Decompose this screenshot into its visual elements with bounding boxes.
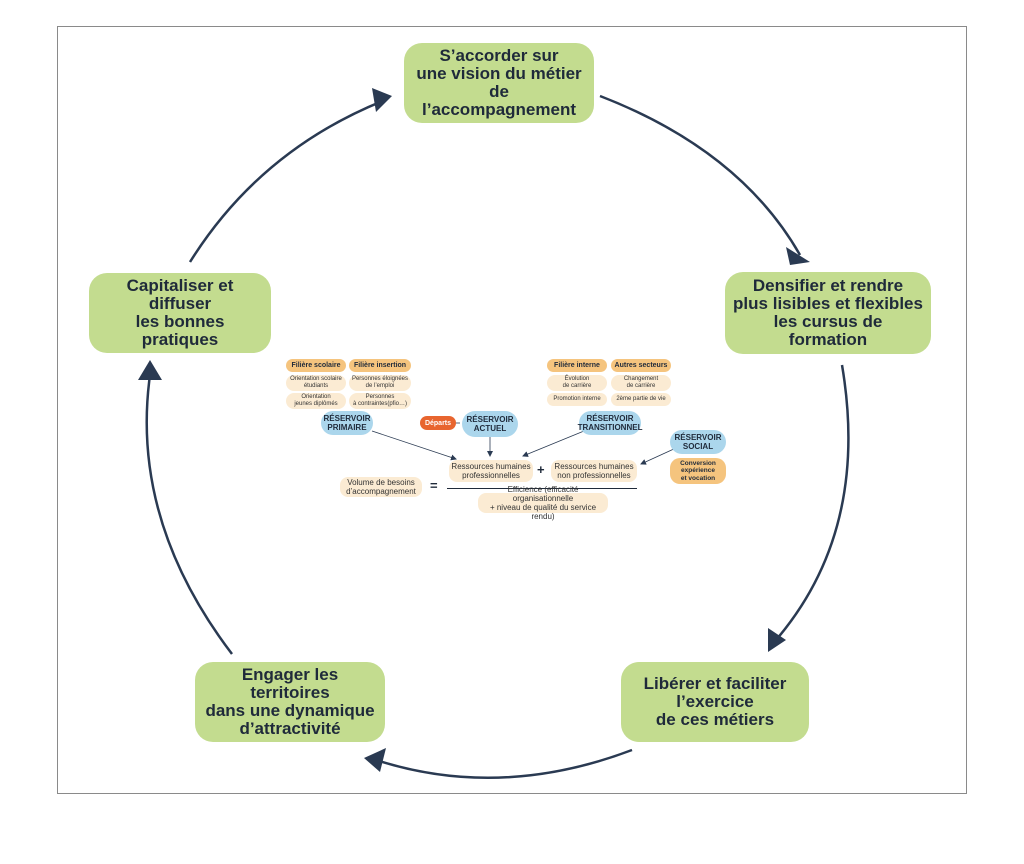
step-territorial-attractiveness: Engager les territoires dans une dynamiq…: [195, 662, 385, 742]
filiere-scolaire-header: Filière scolaire: [286, 359, 346, 372]
filiere-insertion-item: Personnes éloignées de l’emploi: [349, 375, 411, 391]
step-best-practices: Capitaliser et diffuser les bonnes prati…: [89, 273, 271, 353]
reservoir-primaire: RÉSERVOIR PRIMAIRE: [321, 411, 373, 435]
departs-badge: Départs: [420, 416, 456, 430]
autres-secteurs-header: Autres secteurs: [611, 359, 671, 372]
step-facilitate-practice: Libérer et faciliter l’exercice de ces m…: [621, 662, 809, 742]
reservoir-actuel: RÉSERVOIR ACTUEL: [462, 411, 518, 437]
reservoir-transitionnel: RÉSERVOIR TRANSITIONNEL: [578, 411, 642, 435]
plus-sign: +: [537, 462, 545, 477]
step-training-pathways: Densifier et rendre plus lisibles et fle…: [725, 272, 931, 354]
cycle-arrow-4: [145, 374, 233, 655]
arrowhead-icon: [786, 247, 810, 265]
filiere-interne-header: Filière interne: [547, 359, 607, 372]
fraction-divider: [447, 488, 637, 489]
cycle-arrow-1: [599, 94, 802, 256]
filiere-insertion-item: Personnes à contraintes(pfio…): [349, 393, 411, 409]
autres-secteurs-item: Changement de carrière: [611, 375, 671, 391]
flow-transitionnel: [522, 430, 585, 457]
formula-lhs: Volume de besoins d’accompagnement: [340, 477, 422, 497]
flow-primaire: [371, 430, 457, 461]
cycle-arrow-2: [775, 364, 850, 641]
reservoir-social: RÉSERVOIR SOCIAL: [670, 430, 726, 454]
equals-sign: =: [430, 478, 438, 493]
arrowhead-icon: [138, 360, 162, 380]
conversion-badge: Conversion expérience et vocation: [670, 458, 726, 484]
filiere-scolaire-item: Orientation jeunes diplômés: [286, 393, 346, 409]
step-shared-vision: S’accorder sur une vision du métier de l…: [404, 43, 594, 123]
arrowhead-icon: [364, 748, 386, 772]
cycle-arrow-5: [188, 98, 386, 263]
rh-non-professionnelles: Ressources humaines non professionnelles: [551, 460, 637, 482]
filiere-interne-item: Promotion interne: [547, 393, 607, 406]
formula-denominator: Efficience (efficacité organisationnelle…: [478, 485, 608, 521]
arrowhead-icon: [372, 88, 392, 112]
autres-secteurs-item: 2ème partie de vie: [611, 393, 671, 406]
arrowhead-icon: [768, 628, 786, 652]
filiere-interne-item: Évolution de carrière: [547, 375, 607, 391]
rh-professionnelles: Ressources humaines professionnelles: [449, 460, 533, 482]
filiere-scolaire-item: Orientation scolaire étudiants: [286, 375, 346, 391]
cycle-arrow-3: [375, 748, 633, 779]
flow-social: [640, 447, 677, 465]
filiere-insertion-header: Filière insertion: [349, 359, 411, 372]
